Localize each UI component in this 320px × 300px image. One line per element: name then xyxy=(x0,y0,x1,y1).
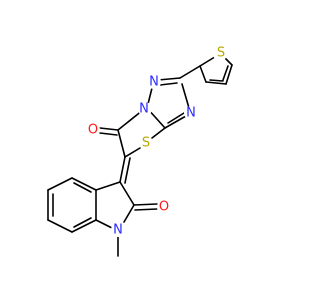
bond-thiophene-double-1 xyxy=(209,79,224,82)
bond-lactam-c-o xyxy=(133,203,158,206)
bond-benzene-inner-3 xyxy=(73,217,92,228)
atom-bg-n-triazole-2 xyxy=(184,106,198,120)
atom-label-o-lactam: O xyxy=(159,200,169,215)
atom-label-o-ketone: O xyxy=(88,123,98,138)
atom-label-n-triazole-3: N xyxy=(139,102,149,117)
bond-thiophene-c5-c4 xyxy=(199,65,207,83)
bond-thiazole-c-ring-s xyxy=(151,127,166,139)
bond-benzene-inner-1 xyxy=(73,182,92,193)
bond-thiophene-c4-c3 xyxy=(205,81,227,85)
bond-carbonyl-c-o-double xyxy=(99,132,118,136)
atom-bg-s-thiophene xyxy=(213,47,227,61)
bond-benzene-1 xyxy=(71,177,97,191)
bond-oxindole-n-c7a xyxy=(95,219,113,229)
bond-thiophene-triazole xyxy=(179,65,201,79)
bond-thiophene-c2-s xyxy=(224,57,233,66)
bond-oxindole-c3-c2 xyxy=(119,181,135,206)
atom-bg-n-triazole-3 xyxy=(138,102,152,116)
atom-bg-o-lactam xyxy=(157,200,171,214)
bond-benzene-2 xyxy=(47,177,73,191)
bond-benzene-4 xyxy=(47,219,73,233)
bond-oxindole-c3-c3a xyxy=(95,181,121,191)
bond-layer xyxy=(47,54,233,257)
atom-bg-n-indole xyxy=(111,223,125,237)
bond-thiophene-double-2 xyxy=(222,65,229,81)
bond-triazole-n3-c xyxy=(181,83,190,109)
atom-label-s-thiophene: S xyxy=(217,46,225,61)
atom-label-n-triazole-2: N xyxy=(186,106,196,121)
atom-bg-o-ketone xyxy=(86,123,100,137)
bond-oxindole-c2-n xyxy=(123,204,135,223)
bond-thiazole-s-c-exo xyxy=(124,147,141,158)
bond-triazole-c-n3 xyxy=(164,115,187,129)
molecule-structure: S N N N O S O N xyxy=(47,46,233,257)
atom-bg-n-triazole-1 xyxy=(147,75,161,89)
bond-lactam-c-o-double xyxy=(134,208,158,211)
bond-exocyclic-c-c xyxy=(119,156,126,183)
bond-thiazole-n-c-carbonyl xyxy=(117,109,144,131)
molecule-canvas: S N N N O S O N xyxy=(47,46,233,257)
bond-triazole-c-n1 xyxy=(157,77,181,81)
bond-thiophene-c3-c2 xyxy=(225,64,233,85)
bond-carbonyl-c-o xyxy=(99,127,119,131)
bond-triazole-double-cn1 xyxy=(159,82,178,86)
bond-exocyclic-c-c-double xyxy=(124,157,131,184)
bond-thiazole-c-exo-c-carbonyl xyxy=(117,129,126,158)
atom-label-n-indole: N xyxy=(113,223,123,238)
bond-triazole-double-cn3 xyxy=(167,112,185,124)
atom-label-s-ring: S xyxy=(142,136,150,151)
atom-label-layer: S N N N O S O N xyxy=(86,46,227,238)
atom-bg-s-ring xyxy=(139,136,153,150)
bond-benzene-5 xyxy=(71,219,97,233)
atom-label-n-triazole-1: N xyxy=(149,75,159,90)
